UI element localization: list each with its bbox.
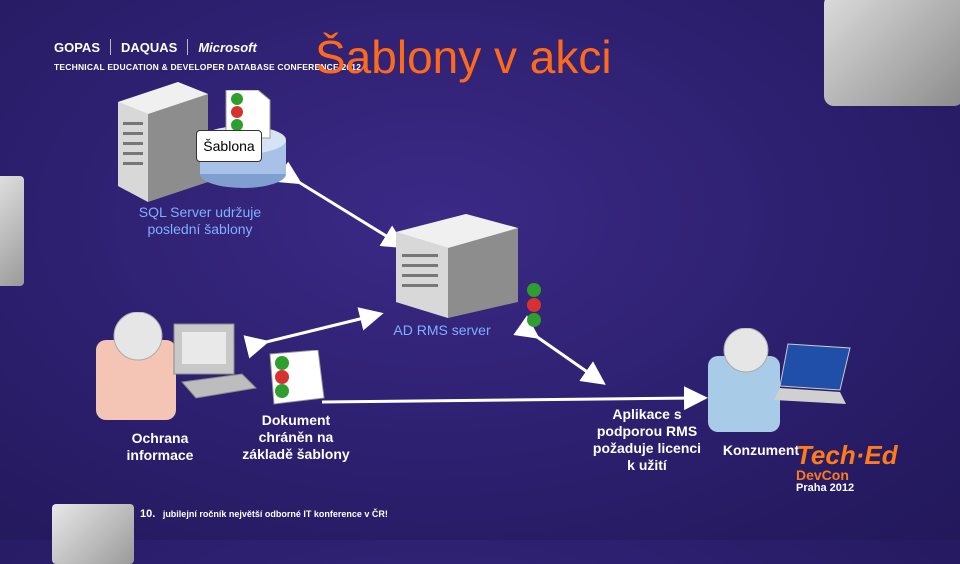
rms-app-label: Aplikace s podporou RMS požaduje licenci…	[582, 406, 712, 474]
corner-square-top-right	[824, 0, 960, 106]
logo-divider	[187, 39, 189, 55]
teched-badge: Tech·Ed DevCon Praha 2012	[796, 442, 906, 498]
information-protection-label: Ochrana informace	[110, 430, 210, 464]
arrow-sql-to-rms	[275, 161, 407, 249]
label-line: Dokument	[261, 412, 331, 428]
gopas-logo: GOPAS	[54, 39, 100, 55]
sql-server-icon	[118, 82, 208, 202]
label-line: požaduje licenci	[592, 440, 702, 456]
laptop-icon	[774, 343, 851, 404]
label-line: k užití	[627, 457, 667, 473]
footer-number: 10.	[140, 508, 156, 520]
sql-server-caption: SQL Server udržuje poslední šablony	[120, 204, 280, 238]
label-line: chráněn na	[258, 429, 334, 445]
arrow-doc-to-consumer	[321, 386, 708, 411]
footer: 10. jubilejní ročník největší odborné IT…	[140, 508, 388, 520]
template-label: Šablona	[196, 130, 262, 162]
caption-line: SQL Server udržuje	[138, 204, 262, 220]
logo-divider	[110, 39, 111, 55]
label-line: podporou RMS	[596, 423, 698, 439]
ad-rms-label: AD RMS server	[393, 322, 491, 338]
footer-text: jubilejní ročník největší odborné IT kon…	[162, 509, 388, 519]
arrow-rms-to-app	[513, 315, 606, 385]
praha-year: Praha 2012	[796, 482, 855, 494]
conference-line: TECHNICAL EDUCATION & DEVELOPER DATABASE…	[54, 62, 362, 72]
logo-bar: GOPAS DAQUAS Microsoft	[54, 38, 257, 56]
consumer-person-icon	[708, 328, 780, 432]
label-line: Ochrana	[131, 430, 189, 446]
arrow-rms-to-author	[243, 307, 384, 359]
corner-square-left	[0, 176, 24, 286]
desktop-computer-icon	[173, 323, 258, 399]
label-line: Aplikace s	[612, 406, 682, 422]
daquas-logo: DAQUAS	[121, 39, 178, 55]
label-line: základě šablony	[242, 446, 350, 462]
microsoft-logo: Microsoft	[198, 39, 257, 55]
ad-rms-server-icon	[396, 214, 518, 318]
consumer-label: Konzument	[722, 442, 800, 458]
teched-title: Tech·Ed	[796, 440, 898, 470]
label-line: informace	[126, 447, 194, 463]
author-person-icon	[96, 312, 176, 420]
caption-line: poslední šablony	[147, 221, 253, 237]
connector-arrows	[243, 161, 708, 411]
document-label: Dokument chráněn na základě šablony	[226, 412, 366, 463]
protected-document-icon	[269, 350, 325, 405]
devcon-title: DevCon	[796, 467, 849, 483]
page-title: Šablony v akci	[315, 31, 612, 83]
policy-status-icons	[527, 283, 541, 327]
